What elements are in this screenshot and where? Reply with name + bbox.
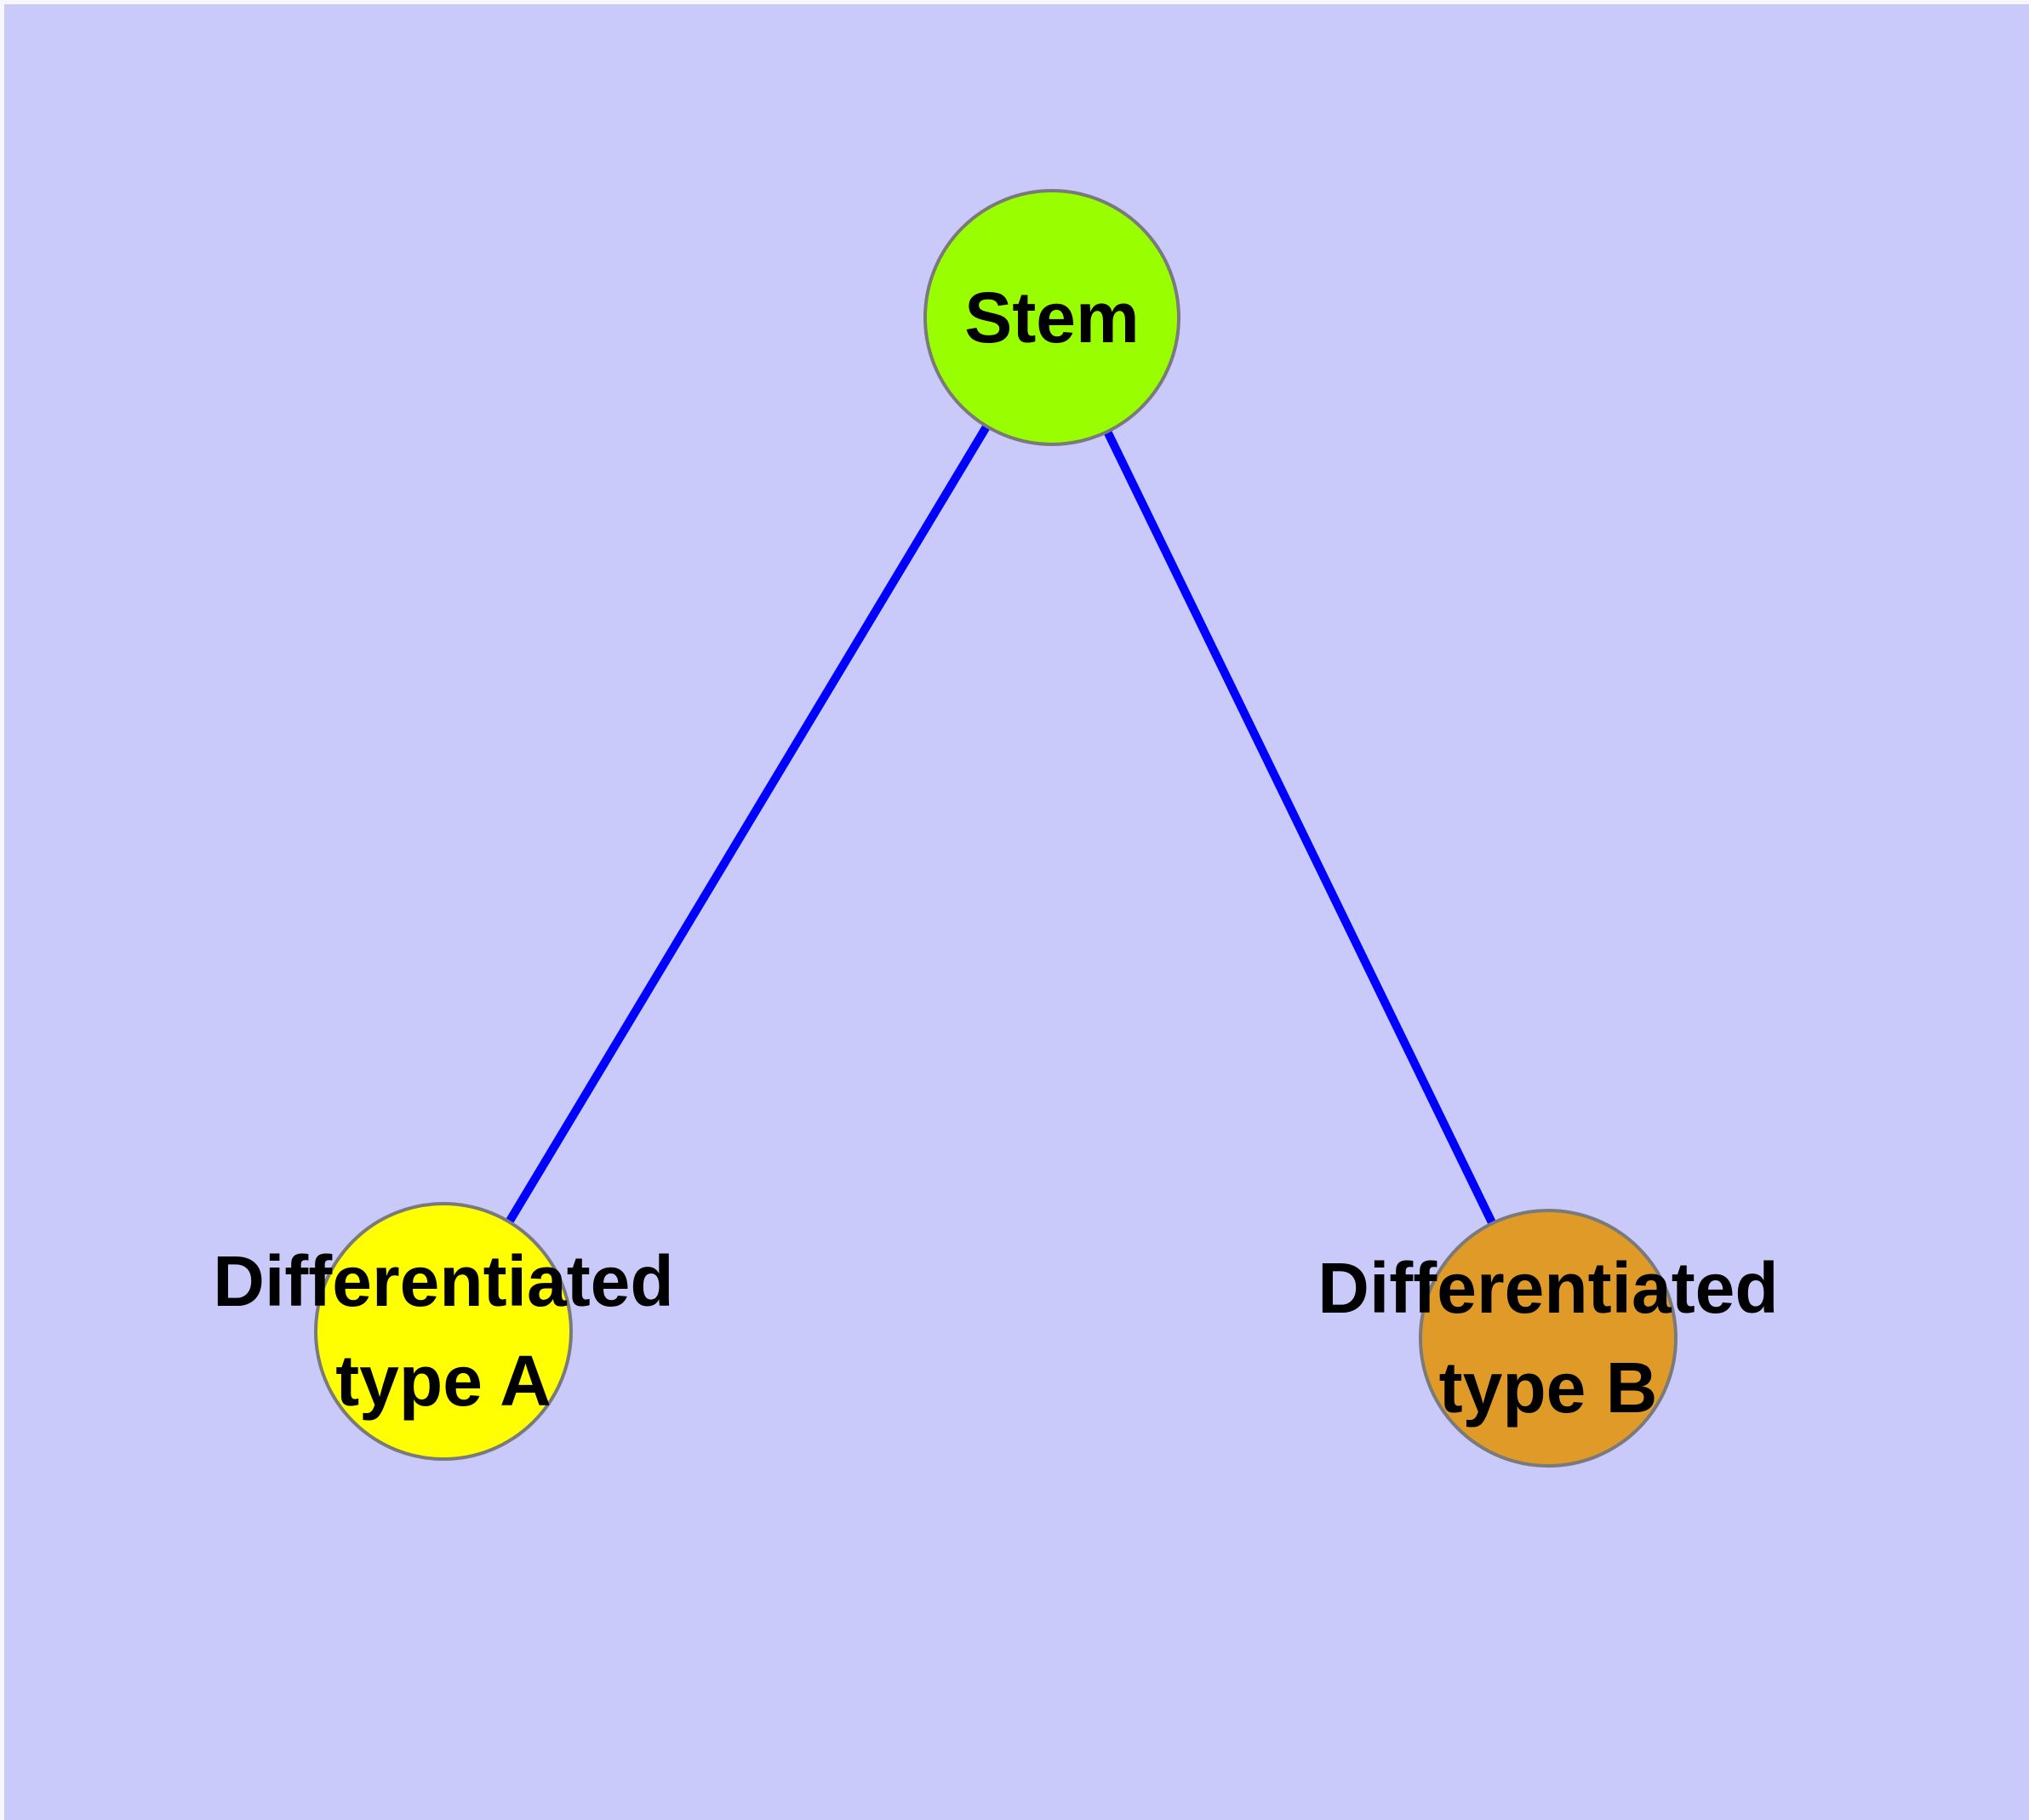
node-differentiated-type-a: Differentiated type A — [213, 1202, 674, 1461]
node-differentiated-type-b-label: Differentiated type B — [1317, 1248, 1779, 1428]
node-stem-label: Stem — [964, 277, 1140, 358]
edge-stem-to-type-a — [439, 315, 1056, 1334]
node-stem: Stem — [923, 189, 1180, 446]
frame-highlight-left — [0, 0, 4, 1820]
edge-stem-to-type-b — [1048, 315, 1552, 1341]
node-differentiated-type-a-label: Differentiated type A — [213, 1241, 674, 1421]
node-differentiated-type-b: Differentiated type B — [1317, 1209, 1779, 1468]
frame-highlight-top — [0, 0, 2029, 4]
